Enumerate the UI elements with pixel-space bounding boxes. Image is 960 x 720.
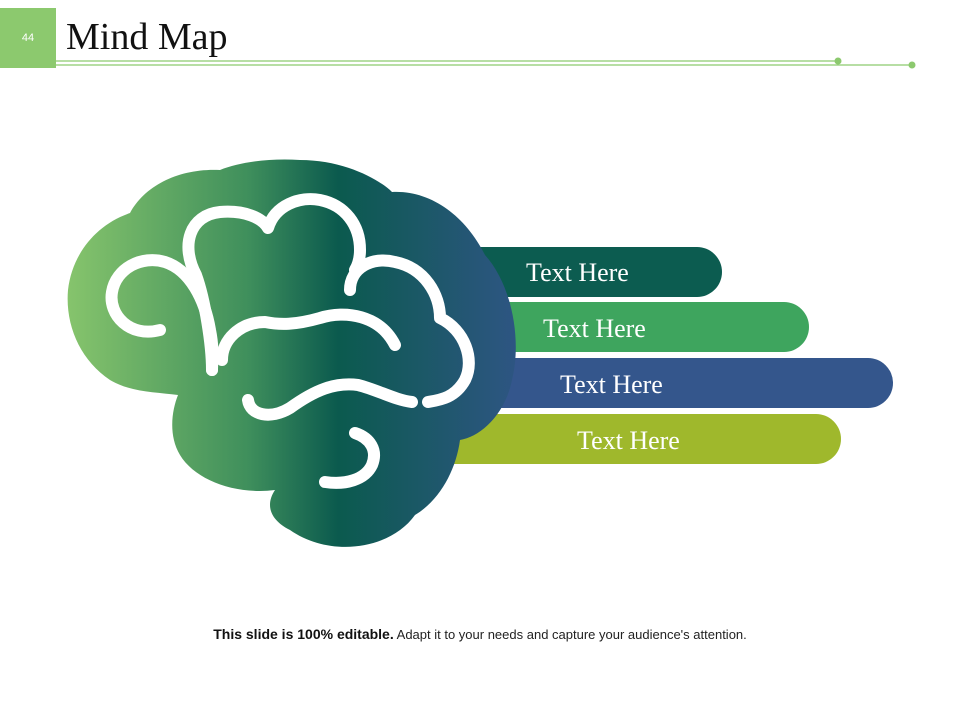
bar-3 — [460, 358, 893, 408]
bar-2 — [455, 302, 809, 352]
bar-1-label: Text Here — [526, 258, 629, 287]
footer-note: This slide is 100% editable. Adapt it to… — [0, 626, 960, 642]
bars-group — [430, 247, 893, 464]
footer-bold-text: This slide is 100% editable. — [213, 626, 394, 642]
footer-normal-text: Adapt it to your needs and capture your … — [396, 627, 747, 642]
slide-title: Mind Map — [66, 16, 228, 58]
bar-1 — [440, 247, 722, 297]
bar-4 — [430, 414, 841, 464]
bar-4-label: Text Here — [577, 426, 680, 455]
bar-3-label: Text Here — [560, 370, 663, 399]
bar-2-label: Text Here — [543, 314, 646, 343]
slide-number-badge: 44 — [0, 8, 56, 68]
brain-icon — [67, 159, 516, 547]
header-divider — [56, 57, 916, 69]
slide-number: 44 — [21, 32, 35, 44]
